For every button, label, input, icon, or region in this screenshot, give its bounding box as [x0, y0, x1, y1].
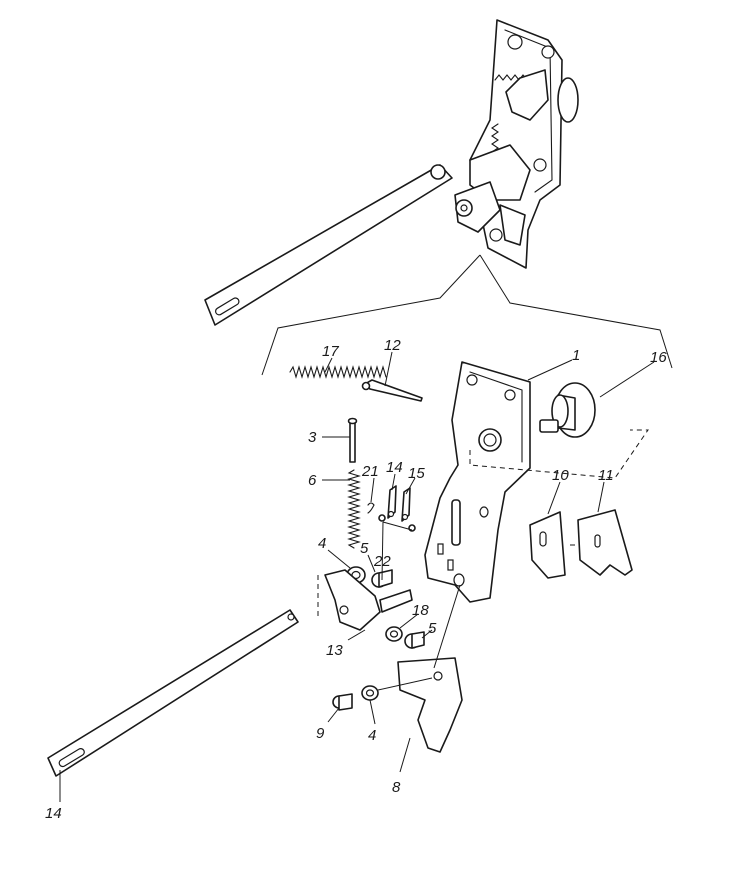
callout-18: 18 — [412, 602, 429, 619]
callout-3: 3 — [308, 429, 317, 446]
callout-12: 12 — [384, 337, 401, 354]
part-3-rod — [347, 417, 358, 463]
part-15-link-small — [401, 487, 411, 522]
part-11-plate — [577, 509, 633, 576]
callout-14-small: 14 — [386, 459, 403, 476]
dashed-line-knob — [469, 429, 649, 479]
assembly-line-plate-8 — [433, 584, 461, 669]
part-1-plate — [424, 361, 531, 603]
part-17-spring — [289, 365, 387, 379]
part-10-cam — [529, 511, 566, 579]
part-6-spring — [347, 469, 361, 549]
callout-10: 10 — [552, 467, 569, 484]
callout-11: 11 — [598, 467, 614, 484]
part-12-pin — [361, 379, 423, 402]
bracket-left — [261, 254, 481, 376]
part-5-rivet-lower — [404, 631, 425, 649]
part-21-clip — [367, 502, 375, 514]
callout-22: 22 — [373, 553, 391, 570]
assembled-lock-mechanism — [204, 19, 579, 326]
bracket-right — [479, 254, 673, 369]
pin-small-b — [408, 524, 416, 532]
callout-13: 13 — [326, 642, 343, 659]
callout-17: 17 — [322, 343, 339, 360]
callout-1: 1 — [572, 347, 580, 364]
part-13-lever — [324, 569, 413, 631]
part-4-washer-lower — [361, 685, 379, 701]
callout-6: 6 — [308, 472, 317, 489]
callout-8: 8 — [392, 779, 401, 796]
leader-lines — [59, 351, 655, 802]
callout-16: 16 — [650, 349, 667, 366]
assembly-line-8 — [377, 677, 433, 691]
callout-4-upper: 4 — [318, 535, 326, 552]
callout-4-lower: 4 — [368, 727, 376, 744]
part-14-long-rod — [47, 609, 299, 777]
pin-small-a — [378, 514, 386, 522]
callout-14-rod: 14 — [45, 805, 62, 822]
callout-9: 9 — [316, 725, 325, 742]
part-16-knob — [539, 382, 596, 438]
part-9-rivet — [332, 693, 353, 711]
callout-5-upper: 5 — [360, 540, 369, 557]
callout-21: 21 — [361, 463, 379, 480]
part-8-lever — [397, 657, 463, 753]
part-14-link-small — [387, 485, 397, 519]
callout-15: 15 — [408, 465, 425, 482]
part-18-washer — [385, 626, 403, 642]
callout-5-lower: 5 — [428, 620, 437, 637]
